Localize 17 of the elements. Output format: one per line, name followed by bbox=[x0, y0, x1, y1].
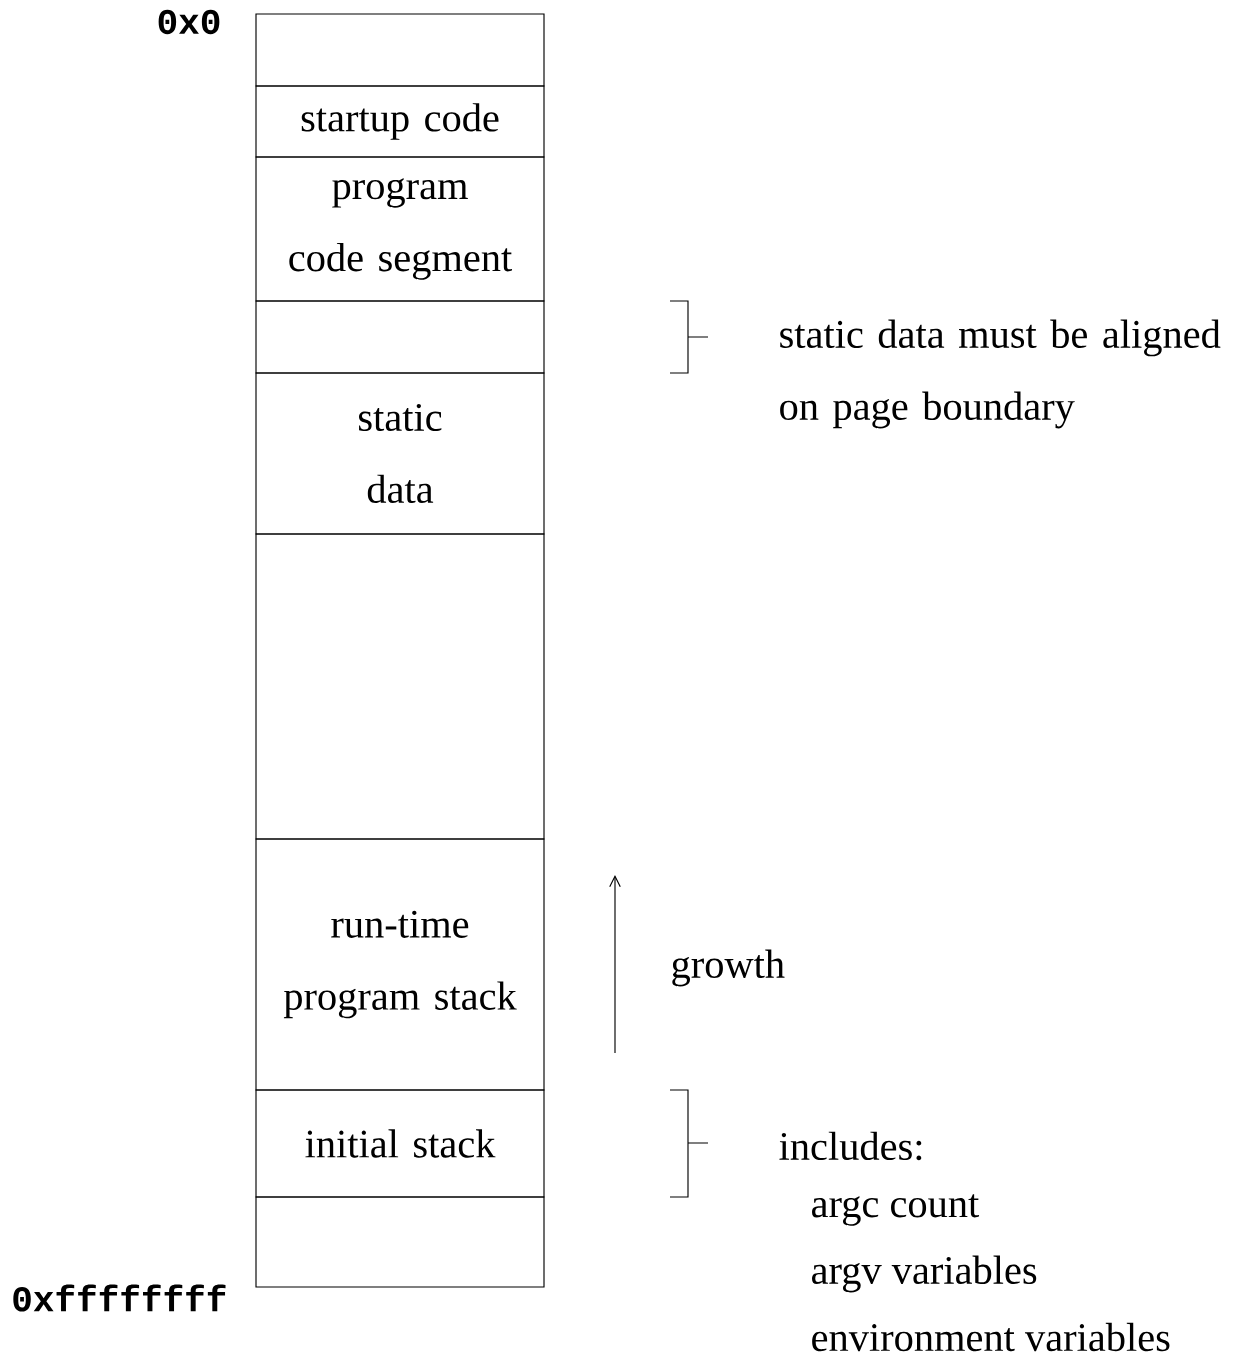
growth-label: growth bbox=[672, 949, 785, 987]
memory-segment: startup code bbox=[255, 85, 545, 158]
memory-segment bbox=[255, 300, 545, 374]
memory-segment: run-time program stack bbox=[255, 838, 545, 1091]
annotation-text: argv variables bbox=[812, 1255, 1037, 1293]
memory-segment bbox=[255, 533, 545, 840]
annotation-text: static data must be aligned on page boundary bbox=[780, 319, 1221, 429]
memory-segment bbox=[255, 13, 545, 87]
address-label: 0xffffffff bbox=[13, 1284, 226, 1312]
memory-segment: initial stack bbox=[255, 1089, 545, 1198]
annotation-text: includes: bbox=[779, 1131, 922, 1161]
memory-segment: program code segment bbox=[255, 156, 545, 302]
memory-segment: static data bbox=[255, 372, 545, 535]
memory-segment bbox=[255, 1196, 545, 1288]
annotation-text: argc count bbox=[812, 1194, 980, 1226]
address-label: 0x0 bbox=[158, 9, 220, 35]
annotation-text: environment variables bbox=[812, 1322, 1170, 1352]
